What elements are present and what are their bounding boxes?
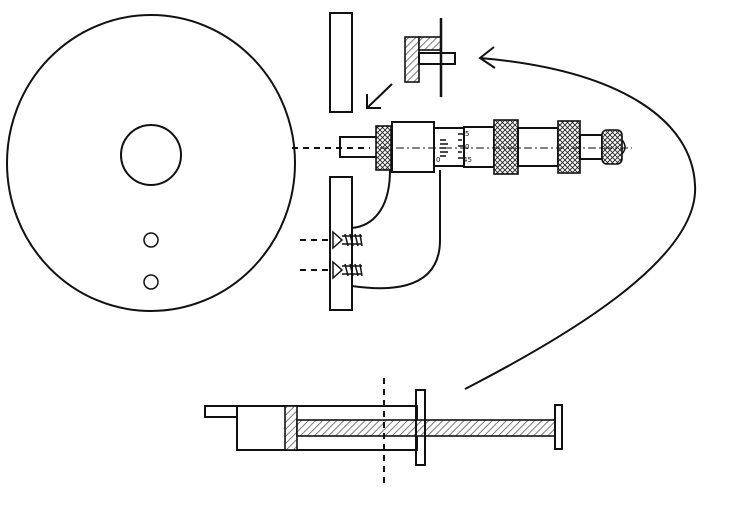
anvil-body <box>404 36 420 83</box>
disc-small-hole-upper <box>143 232 159 248</box>
sleeve-zero-label: 0 <box>436 156 440 164</box>
seal-ring <box>284 405 298 451</box>
curved-arrow <box>464 46 697 390</box>
nozzle <box>204 405 238 418</box>
ratchet-shaft <box>517 127 559 167</box>
mounting-screw-lower <box>332 260 363 280</box>
curved-arrow-path <box>464 57 697 390</box>
disc <box>6 14 296 312</box>
frame-arm-inner <box>351 169 391 229</box>
barrel-tip <box>236 405 288 451</box>
anvil-pin <box>418 52 456 65</box>
arrow-to-plate <box>366 83 393 109</box>
scale-label-top: 5 <box>465 130 469 138</box>
flange <box>415 389 426 466</box>
end-cap <box>621 139 626 155</box>
disc-center-hole <box>120 124 182 186</box>
end-knob <box>601 129 623 165</box>
anvil-cap <box>418 36 442 51</box>
thimble-knurl <box>493 119 519 175</box>
plate-lower <box>329 176 353 311</box>
scale-label-middle: 0 <box>465 143 469 151</box>
thumb-press <box>554 404 563 450</box>
micrometer-head: 5 0 45 0 <box>339 119 626 175</box>
end-shaft <box>579 134 603 160</box>
sleeve <box>391 121 435 173</box>
curved-arrow-head <box>478 46 496 69</box>
plate-upper <box>329 12 353 113</box>
disc-outline <box>6 14 296 312</box>
plunger-assembly <box>204 389 563 466</box>
micrometer-frame <box>351 169 441 290</box>
ratchet-knurl <box>557 120 581 174</box>
anvil-detail <box>404 18 456 97</box>
frame-arm-outer <box>351 170 441 290</box>
barrel-graduations <box>440 133 464 159</box>
mounting-screw-upper <box>332 230 363 250</box>
mounting-plate <box>329 12 353 311</box>
scale-label-bottom: 45 <box>463 156 472 164</box>
disc-small-hole-lower <box>143 274 159 290</box>
